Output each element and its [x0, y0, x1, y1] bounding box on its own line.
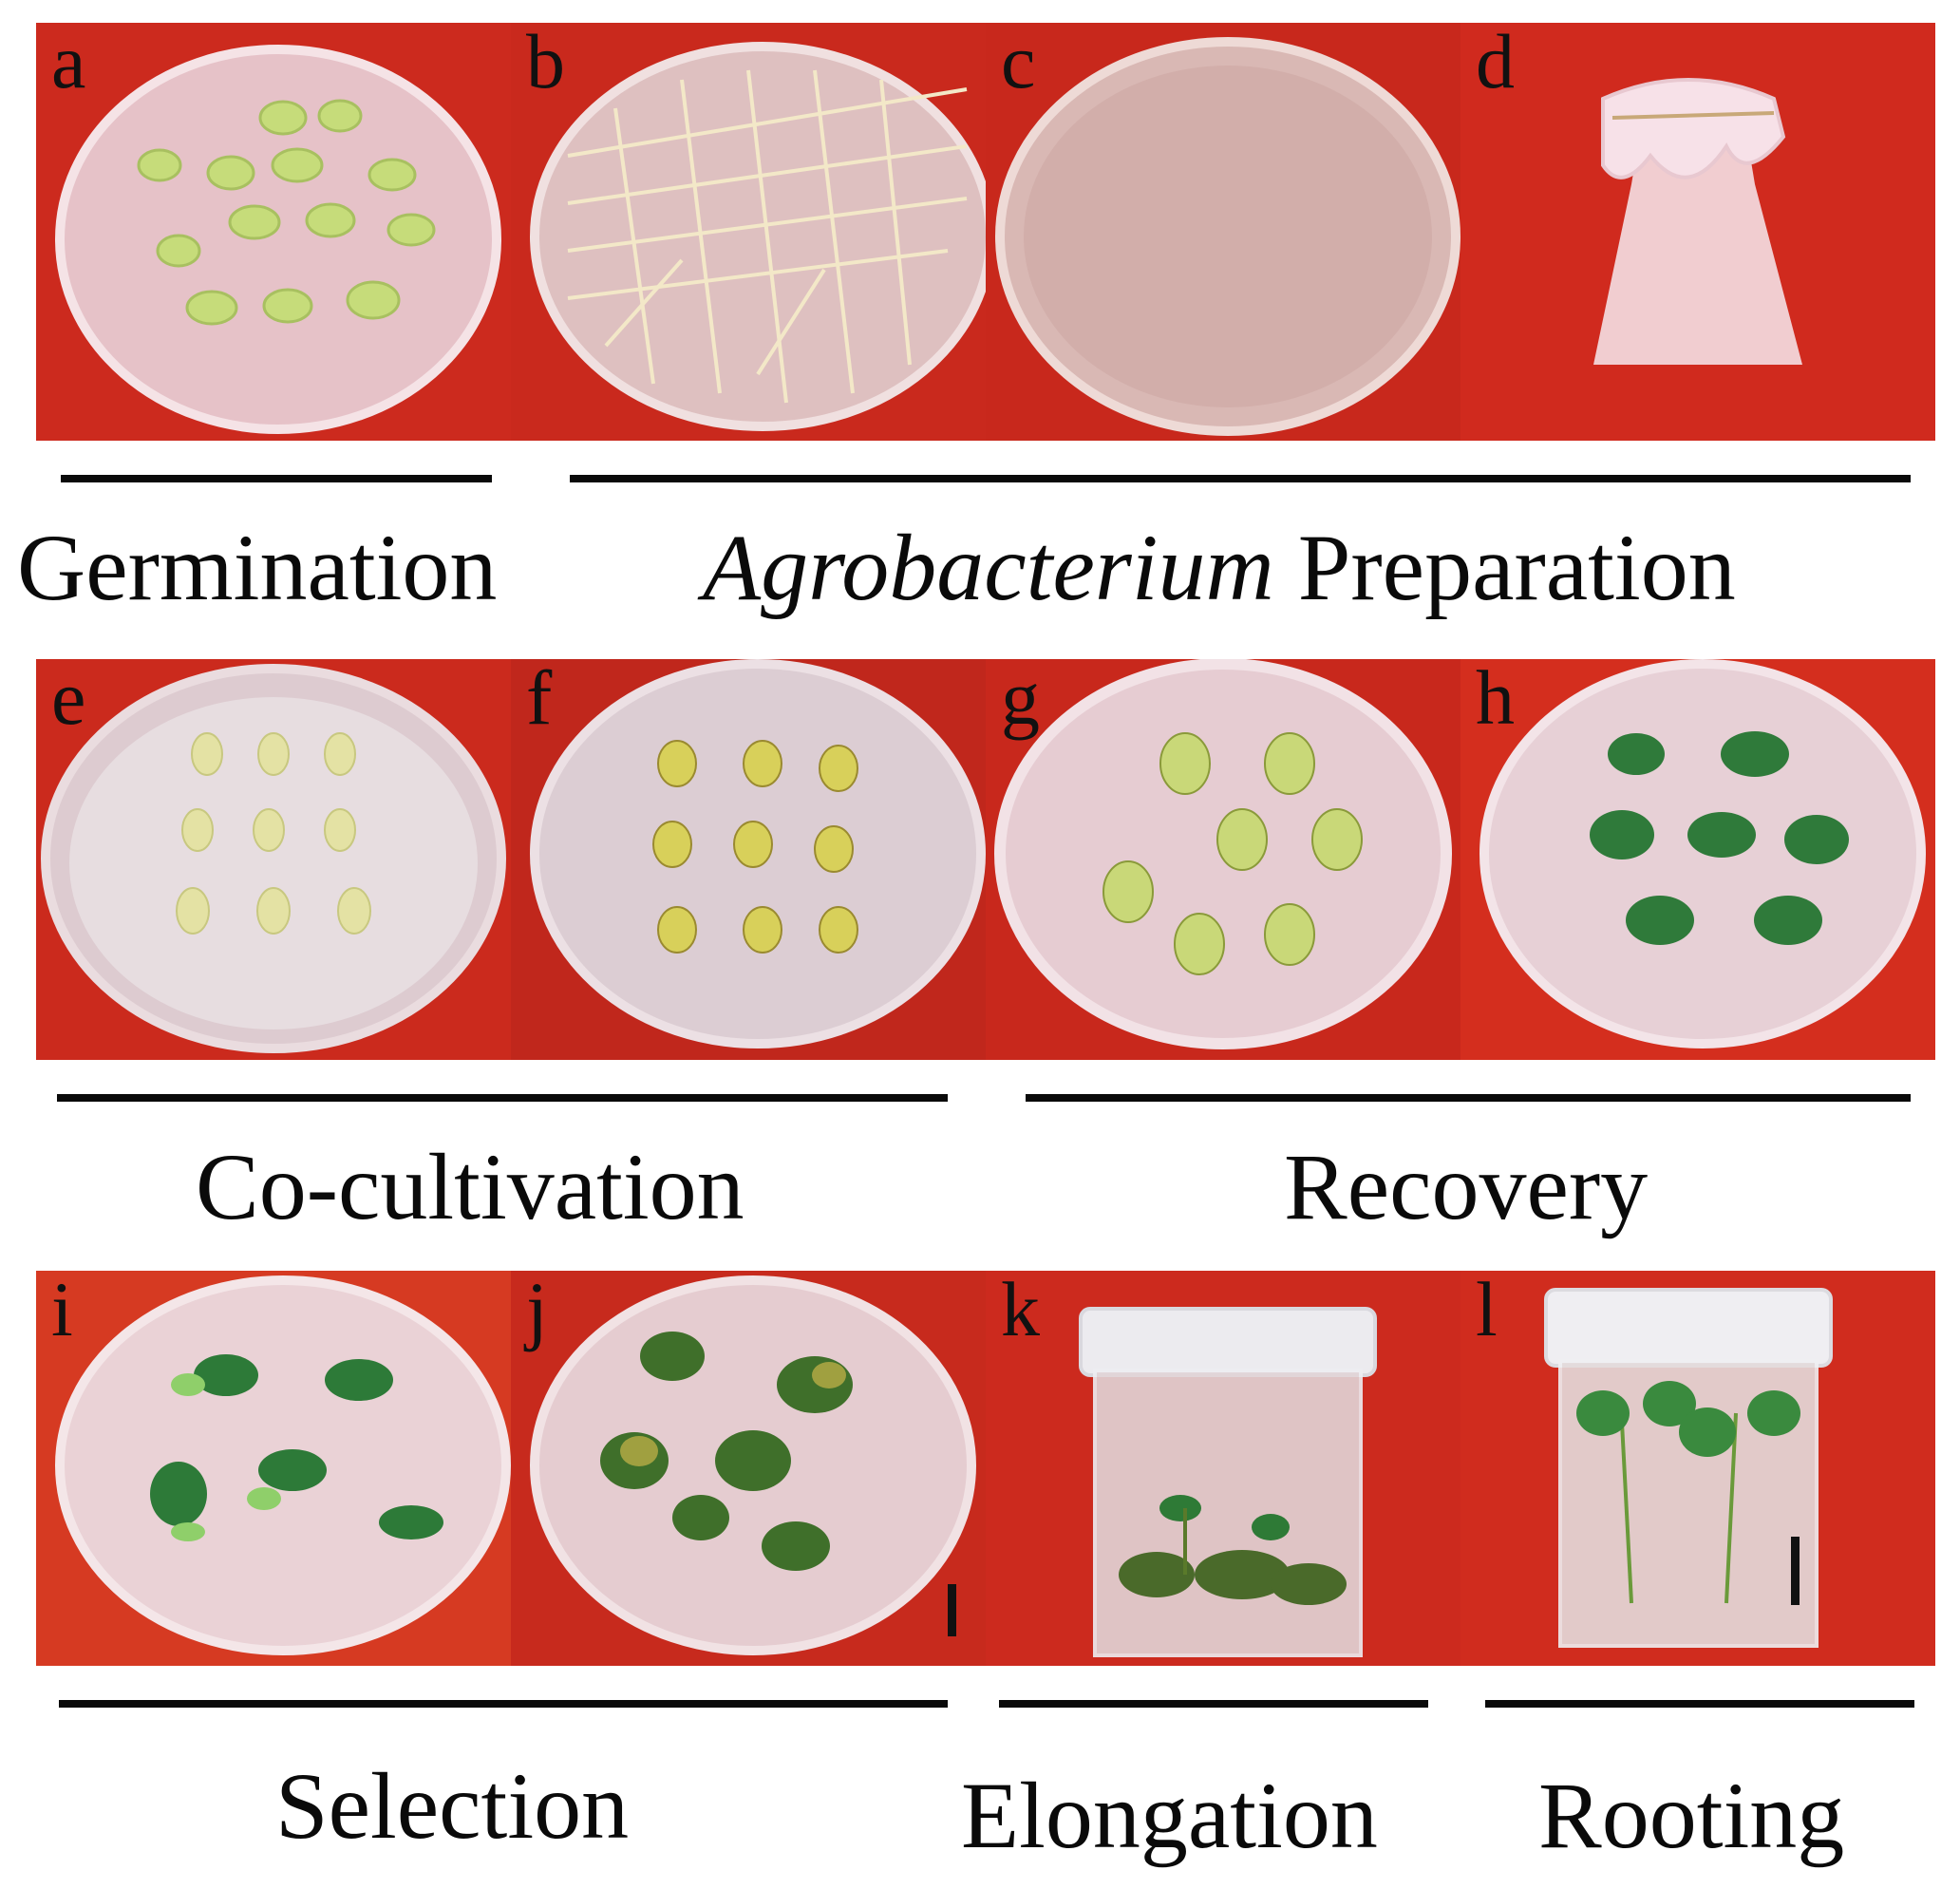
panel-letter-f: f [526, 659, 553, 741]
panel-letter-k: k [1001, 1271, 1040, 1352]
germination-rule [61, 475, 492, 482]
elongation-container-photo [986, 1271, 1461, 1666]
cocultivation-dish-e-photo [36, 659, 511, 1060]
panel-j: j [511, 1271, 986, 1666]
panel-letter-b: b [526, 23, 565, 104]
panel-letter-i: i [51, 1271, 73, 1352]
panel-k: k [986, 1271, 1461, 1666]
selection-rule [59, 1700, 948, 1708]
panel-e: e [36, 659, 511, 1060]
panel-letter-j: j [526, 1271, 548, 1352]
panel-a: a [36, 23, 511, 441]
rooting-container-photo [1461, 1271, 1935, 1666]
agrobacterium-streak-plate-photo [511, 23, 986, 441]
label-elongation: Elongation [961, 1763, 1378, 1868]
recovery-dish-g-photo [986, 659, 1461, 1060]
panel-i: i [36, 1271, 511, 1666]
rooting-rule [1485, 1700, 1914, 1708]
panel-d: d [1461, 23, 1935, 441]
panel-h: h [1461, 659, 1935, 1060]
panel-b: b [511, 23, 986, 441]
label-agrobacterium-italic: Agrobacterium [703, 515, 1274, 620]
panel-g: g [986, 659, 1461, 1060]
agrobacterium-flask-photo [1461, 23, 1935, 441]
recovery-dish-h-photo [1461, 659, 1935, 1060]
panel-l: l [1461, 1271, 1935, 1666]
panel-f: f [511, 659, 986, 1060]
label-recovery: Recovery [1284, 1134, 1649, 1239]
label-agrobacterium-preparation: Agrobacterium Preparation [703, 520, 1736, 615]
label-rooting: Rooting [1538, 1763, 1845, 1868]
scale-bar-l [1791, 1537, 1800, 1605]
panel-letter-g: g [1001, 659, 1040, 741]
cocultivation-rule [57, 1094, 948, 1102]
label-germination: Germination [17, 515, 498, 620]
selection-dish-i-photo [36, 1271, 511, 1666]
panel-c: c [986, 23, 1461, 441]
panel-letter-h: h [1476, 659, 1515, 741]
panel-letter-a: a [51, 23, 86, 104]
selection-dish-j-photo [511, 1271, 986, 1666]
agrobacterium-lawn-plate-photo [986, 23, 1461, 441]
panel-letter-e: e [51, 659, 86, 741]
panel-letter-l: l [1476, 1271, 1498, 1352]
label-selection: Selection [275, 1753, 630, 1859]
label-preparation: Preparation [1273, 515, 1736, 620]
label-cocultivation: Co-cultivation [196, 1134, 744, 1239]
agrobacterium-rule [570, 475, 1911, 482]
recovery-rule [1026, 1094, 1911, 1102]
panel-letter-c: c [1001, 23, 1036, 104]
panel-letter-d: d [1476, 23, 1515, 104]
scale-bar-j [948, 1584, 956, 1636]
elongation-rule [999, 1700, 1428, 1708]
cocultivation-dish-f-photo [511, 659, 986, 1060]
germination-dish-photo [36, 23, 511, 441]
